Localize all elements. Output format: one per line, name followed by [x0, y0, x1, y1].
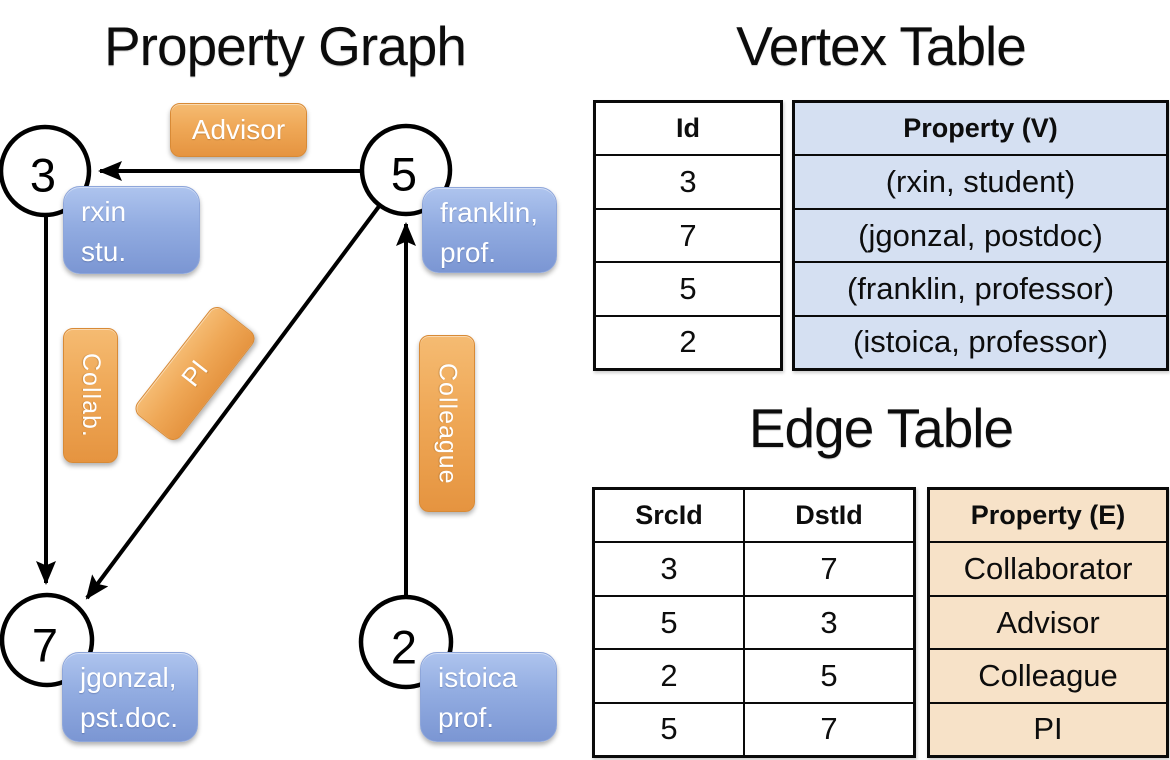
property-line: pst.doc.: [80, 702, 179, 734]
edge-table-property-header: Property (E): [930, 490, 1166, 544]
table-row: 5 3: [595, 596, 913, 651]
vertex-table-id-header: Id: [596, 103, 780, 157]
table-cell: 7: [820, 711, 838, 747]
edge-label-colleague: Colleague: [419, 335, 475, 512]
table-cell: (franklin, professor): [795, 263, 1166, 317]
edge-label-advisor: Advisor: [170, 103, 307, 157]
edge-table-src-dst-columns: SrcId DstId 3 7 5 3 2 5 5 7: [592, 487, 916, 758]
node-7-property-box: jgonzal, pst.doc.: [62, 652, 198, 742]
table-cell: (rxin, student): [795, 156, 1166, 210]
node-5-property-box: franklin, prof.: [422, 187, 557, 273]
property-graph-title: Property Graph: [103, 15, 467, 77]
vertex-table-property-column: Property (V) (rxin, student) (jgonzal, p…: [792, 100, 1169, 371]
table-cell: Collaborator: [930, 543, 1166, 597]
table-cell: 5: [820, 657, 838, 693]
node-2-property-box: istoica prof.: [420, 652, 557, 742]
property-line: jgonzal,: [80, 662, 177, 693]
table-cell: PI: [1033, 711, 1063, 747]
table-cell: Colleague: [930, 650, 1166, 704]
table-cell: 3: [595, 543, 745, 595]
table-cell: 3: [596, 156, 780, 210]
table-cell: 2: [595, 650, 745, 702]
table-cell: 7: [820, 551, 838, 587]
edge-table-title: Edge Table: [748, 397, 1014, 459]
edge-pi-5-to-7: [85, 203, 382, 600]
table-cell: 3: [820, 604, 838, 640]
table-cell: Advisor: [930, 597, 1166, 651]
node-5-id: 5: [390, 147, 418, 201]
table-cell: 2: [679, 324, 697, 360]
vertex-table-title: Vertex Table: [736, 15, 1027, 77]
node-2-id: 2: [390, 620, 418, 674]
table-cell: (jgonzal, postdoc): [795, 210, 1166, 264]
table-cell: 5: [596, 263, 780, 317]
property-line: rxin: [81, 196, 127, 227]
vertex-table-id-column: Id 3 7 5 2: [593, 100, 783, 371]
edge-table-srcid-header: SrcId: [595, 490, 745, 542]
table-row: 3 7: [595, 543, 913, 597]
node-3-property-box: rxin stu.: [63, 186, 200, 274]
table-cell: 7: [596, 210, 780, 264]
edge-table-property-column: Property (E) Collaborator Advisor Collea…: [927, 487, 1169, 758]
property-line: prof.: [440, 237, 497, 269]
property-line: stu.: [81, 236, 127, 268]
vertex-table-property-header: Property (V): [795, 103, 1166, 157]
property-line: istoica: [438, 662, 518, 693]
node-7-id: 7: [31, 618, 59, 672]
table-cell: (istoica, professor): [853, 324, 1108, 360]
property-line: prof.: [438, 702, 495, 734]
table-cell: 5: [595, 703, 745, 756]
property-line: franklin,: [440, 197, 539, 228]
table-row: 2 5: [595, 650, 913, 704]
table-cell: 5: [595, 596, 745, 649]
node-3-id: 3: [29, 148, 57, 202]
edge-label-collab: Collab.: [63, 328, 118, 463]
edge-table-dstid-header: DstId: [795, 500, 863, 531]
table-row: 5 7: [595, 703, 913, 756]
table-row: SrcId DstId: [595, 490, 913, 544]
